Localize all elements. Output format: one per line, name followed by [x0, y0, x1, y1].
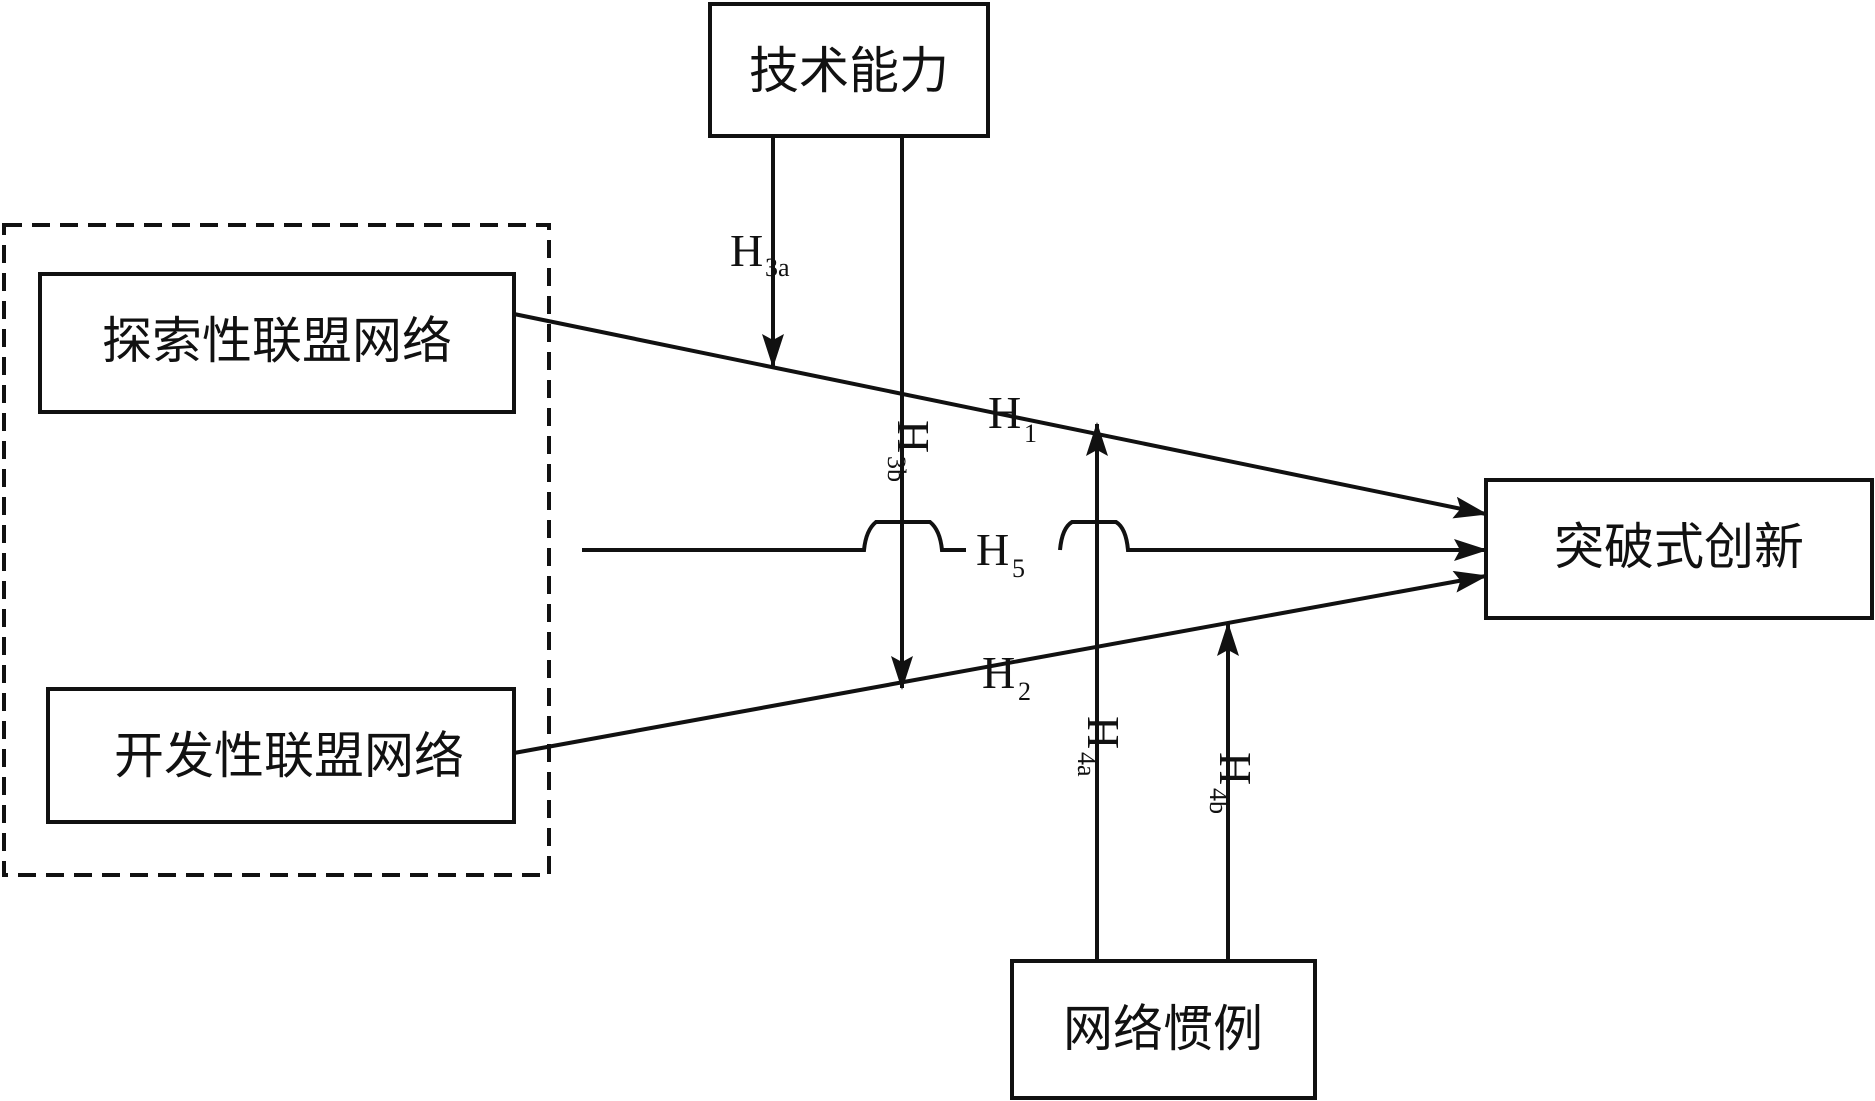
node-exploratory-network-label: 探索性联盟网络: [102, 312, 452, 370]
path-h5-arrow: [582, 520, 1486, 552]
node-tech-capability: 技术能力: [708, 2, 990, 138]
node-network-routines-label: 网络惯例: [1063, 1000, 1263, 1058]
path-h2-arrow: [513, 570, 1488, 755]
label-h1-main: H: [988, 387, 1021, 438]
label-h1-sub: 1: [1024, 419, 1037, 448]
label-h3b-main: H: [888, 420, 939, 453]
node-exploitative-network: 开发性联盟网络: [46, 687, 516, 824]
node-exploitative-network-label: 开发性联盟网络: [114, 727, 464, 785]
label-h3b-sub: 3b: [882, 456, 911, 482]
label-h4a: H 4a: [1072, 716, 1129, 777]
path-h1-arrow: [513, 312, 1488, 519]
node-tech-capability-label: 技术能力: [749, 42, 949, 100]
label-h1: H 1: [988, 387, 1037, 448]
label-h4a-sub: 4a: [1072, 752, 1101, 777]
node-exploratory-network: 探索性联盟网络: [38, 272, 516, 414]
label-h4b-main: H: [1210, 752, 1261, 785]
label-h5: H 5: [976, 524, 1025, 583]
label-h4b-sub: 4b: [1204, 788, 1233, 814]
node-breakthrough-innovation: 突破式创新: [1484, 478, 1874, 620]
label-h4b: H 4b: [1204, 752, 1261, 814]
node-breakthrough-innovation-label: 突破式创新: [1554, 518, 1804, 576]
label-h4a-main: H: [1078, 716, 1129, 749]
label-h3a-sub: 3a: [765, 253, 790, 282]
label-h3b: H 3b: [882, 420, 939, 482]
label-h3a-main: H: [730, 225, 763, 276]
label-h5-sub: 5: [1012, 554, 1025, 583]
node-network-routines: 网络惯例: [1010, 959, 1317, 1100]
label-h2-main: H: [982, 647, 1015, 698]
label-h2-sub: 2: [1018, 677, 1031, 706]
label-h2: H 2: [982, 647, 1031, 706]
label-h5-main: H: [976, 524, 1009, 575]
label-h3a: H 3a: [730, 225, 790, 282]
alliance-network-group-boundary: [2, 223, 551, 877]
